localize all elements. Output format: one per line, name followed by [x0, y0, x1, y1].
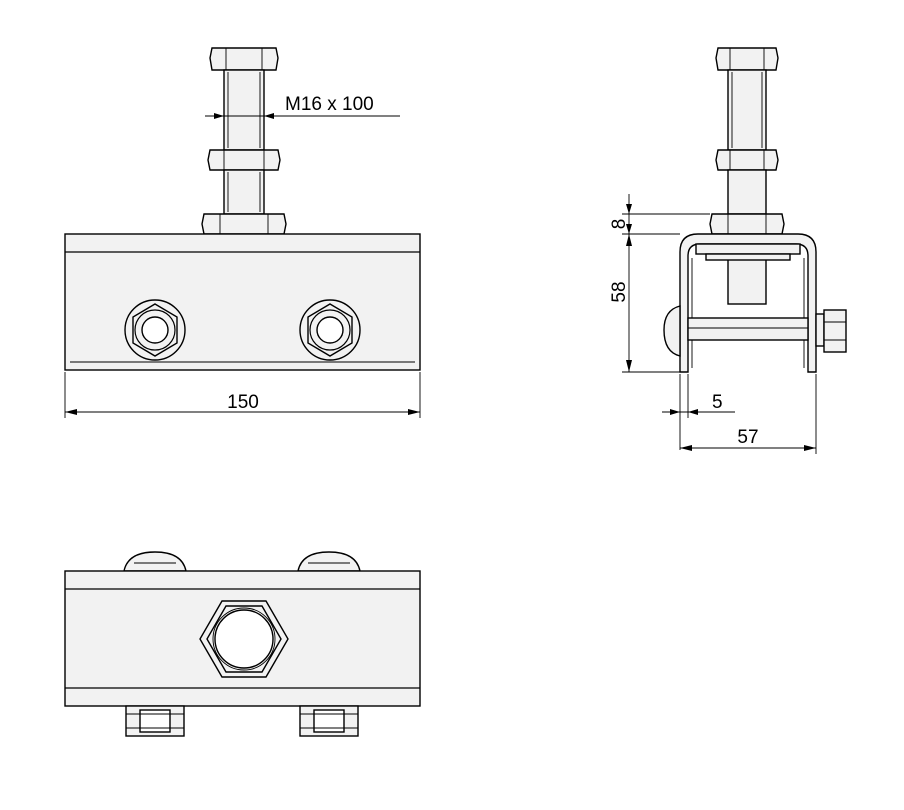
top-nuts-bottom	[125, 705, 359, 737]
length-label: 150	[227, 392, 259, 413]
dim-thread: M16 x 100	[205, 94, 400, 119]
front-view: M16 x 100 150	[64, 47, 421, 418]
dim-height: 58	[609, 234, 680, 373]
plate-thickness-label: 8	[609, 219, 630, 230]
thread-label: M16 x 100	[285, 94, 374, 115]
dim-plate-thickness: 8	[609, 194, 710, 372]
side-bracket	[679, 233, 817, 373]
top-bolt-heads	[123, 551, 361, 572]
front-nut-right	[299, 299, 361, 361]
dim-width: 57	[680, 374, 817, 454]
top-center-nut	[199, 600, 289, 678]
flange-label: 5	[712, 392, 723, 413]
front-plate	[64, 233, 421, 371]
top-view	[64, 551, 421, 737]
side-bolt	[709, 47, 785, 305]
height-label: 58	[609, 281, 630, 302]
front-bolt	[201, 47, 287, 235]
dim-flange: 5	[662, 374, 735, 450]
dim-length: 150	[64, 372, 421, 418]
side-carriage-bolt	[663, 305, 847, 357]
side-view: 8 58 5 57	[609, 47, 847, 454]
width-label: 57	[737, 427, 758, 448]
front-nut-left	[124, 299, 186, 361]
